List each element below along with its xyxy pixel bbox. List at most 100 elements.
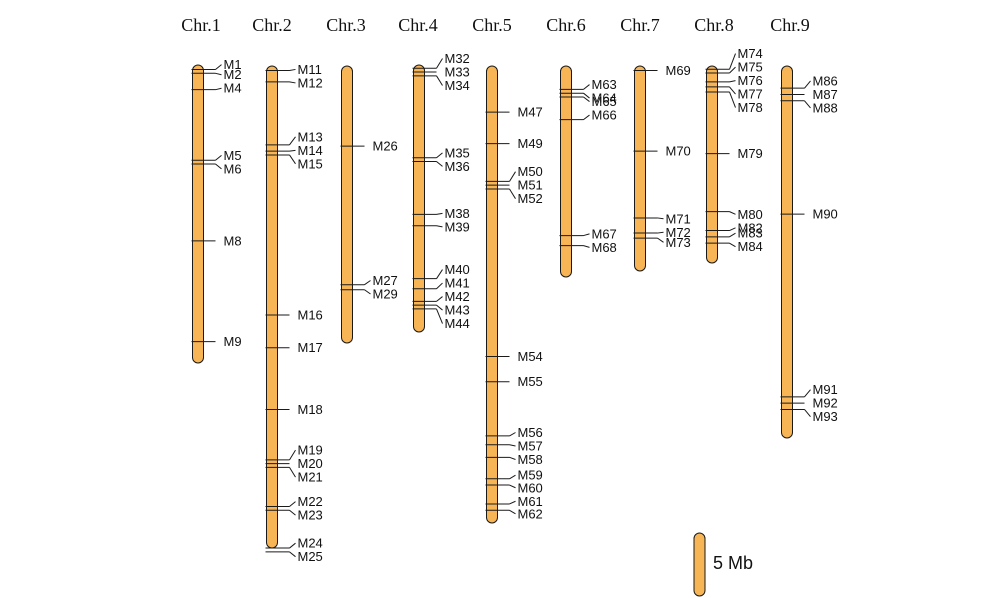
marker-label: M52 [518,191,543,206]
marker-label: M87 [813,87,838,102]
marker-label: M23 [298,508,323,523]
marker-label: M16 [298,307,323,322]
marker-label: M29 [373,286,398,301]
chromosome-title: Chr.7 [620,15,660,35]
marker-label: M90 [813,207,838,222]
marker-label: M84 [738,239,763,254]
marker-label: M33 [445,65,470,80]
marker-label: M36 [445,159,470,174]
chromosome-title: Chr.4 [398,15,438,35]
marker-label: M54 [518,349,543,364]
marker-label: M4 [224,81,242,96]
chromosome-bar [560,65,572,278]
marker-label: M2 [224,67,242,82]
marker-connector [509,456,516,460]
marker-label: M91 [813,382,838,397]
marker-connector [804,80,811,89]
marker-label: M22 [298,494,323,509]
marker-label: M5 [224,148,242,163]
marker-connector [729,227,736,231]
marker-label: M27 [373,273,398,288]
marker-connector [657,217,664,220]
marker-label: M24 [298,536,323,551]
marker-label: M17 [298,340,323,355]
marker-label: M67 [592,226,617,241]
marker-label: M1 [224,57,242,72]
marker-label: M86 [813,73,838,88]
marker-label: M21 [298,470,323,485]
marker-label: M74 [738,46,763,61]
marker-label: M92 [813,396,838,411]
chromosome-bar [341,65,353,344]
marker-connector [804,409,811,417]
chromosome-5: Chr.5M47M49M50M51M52M54M55M56M57M58M59M6… [472,15,543,524]
marker-label: M71 [666,211,691,226]
marker-connector [509,500,516,505]
chromosome-title: Chr.8 [694,15,734,35]
marker-connector [509,171,516,182]
marker-label: M82 [738,220,763,235]
marker-label: M26 [373,139,398,154]
chromosome-bar [706,65,718,264]
marker-label: M20 [298,456,323,471]
marker-label: M55 [518,374,543,389]
marker-connector [729,211,736,215]
marker-label: M35 [445,145,470,160]
marker-label: M19 [298,443,323,458]
marker-connector [436,212,443,215]
marker-connector [215,87,222,91]
marker-connector [583,114,590,121]
marker-connector [289,509,296,516]
marker-label: M6 [224,161,242,176]
marker-label: M66 [592,108,617,123]
marker-label: M78 [738,100,763,115]
marker-connector [289,149,296,152]
marker-label: M57 [518,439,543,454]
chromosome-bar [413,64,425,333]
marker-label: M41 [445,276,470,291]
marker-connector [657,231,664,234]
marker-connector [436,282,443,290]
marker-connector [289,467,296,478]
chromosome-bar [634,65,646,272]
marker-connector [436,58,443,69]
marker-connector [215,154,222,161]
marker-connector [289,551,296,558]
chromosome-title: Chr.3 [326,15,366,35]
marker-label: M60 [518,480,543,495]
chromosome-bar [266,65,278,549]
marker-label: M49 [518,136,543,151]
marker-connector [436,225,443,228]
marker-label: M51 [518,178,543,193]
marker-label: M34 [445,78,470,93]
marker-label: M56 [518,425,543,440]
marker-connector [364,280,371,286]
marker-label: M75 [738,60,763,75]
marker-label: M59 [518,468,543,483]
scale-bar: 5 Mb [693,532,753,597]
marker-label: M73 [666,235,691,250]
marker-connector [509,474,516,480]
marker-connector [583,96,590,102]
marker-label: M77 [738,87,763,102]
marker-label: M44 [445,316,470,331]
marker-connector [583,92,590,99]
marker-connector [729,242,736,248]
marker-connector [583,84,590,90]
marker-connector [436,75,443,86]
marker-connector [289,449,296,461]
marker-connector [509,509,516,515]
marker-connector [729,232,736,238]
marker-connector [436,161,443,167]
marker-connector [657,237,664,243]
marker-label: M40 [445,262,470,277]
marker-label: M11 [298,62,322,77]
marker-connector [215,163,222,170]
marker-connector [509,432,516,437]
marker-label: M62 [518,506,543,521]
scale-bar-rect [693,532,706,597]
